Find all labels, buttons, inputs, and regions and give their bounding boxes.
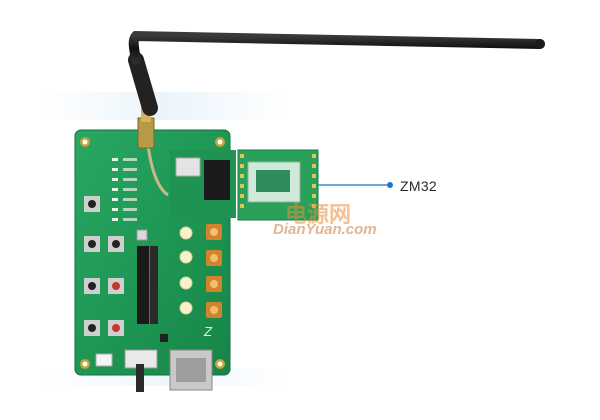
- svg-text:Z: Z: [203, 325, 213, 339]
- rf-section: [170, 150, 236, 218]
- callout-dot: [387, 182, 393, 188]
- watermark-site: DianYuan.com: [273, 221, 377, 238]
- antenna: [128, 30, 545, 197]
- usb-connector: [169, 349, 213, 391]
- tactile-buttons: [84, 196, 124, 336]
- slide-switch: [124, 349, 158, 392]
- watermark-chinese: 电源网: [285, 203, 352, 228]
- led-indicators: [179, 226, 193, 315]
- background-glow: [40, 92, 290, 120]
- potentiometers: [206, 224, 222, 318]
- pin-header: [137, 246, 158, 324]
- zm32-module: [237, 149, 319, 221]
- zm32-label: ZM32: [400, 178, 437, 194]
